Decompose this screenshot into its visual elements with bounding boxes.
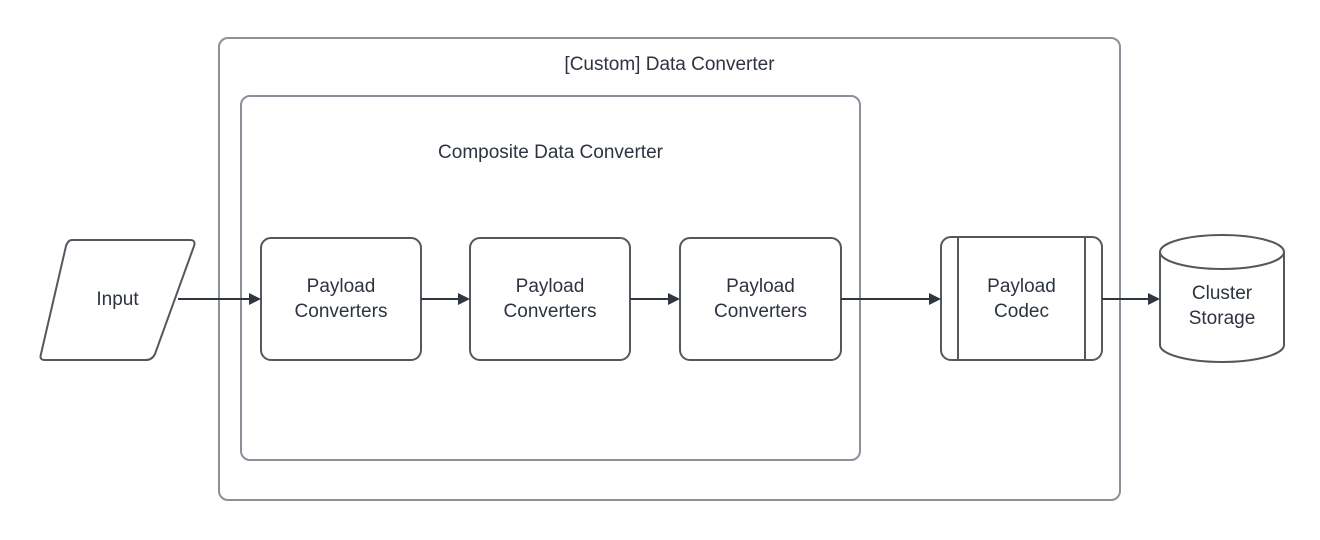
- connector-converters-2-to-converters-3-arrowhead: [668, 293, 680, 305]
- node-cluster-storage-top: [1159, 234, 1285, 270]
- node-payload-codec-shape[interactable]: [940, 236, 1103, 361]
- connector-converters-3-to-codec-arrowhead: [929, 293, 941, 305]
- node-payload-converters-1-shape[interactable]: [260, 237, 422, 361]
- node-payload-converters-2-shape[interactable]: [469, 237, 631, 361]
- connector-input-to-converters-1-arrowhead: [249, 293, 261, 305]
- connector-converters-1-to-converters-2-arrowhead: [458, 293, 470, 305]
- node-cluster-storage-body[interactable]: [1159, 251, 1285, 363]
- connector-codec-to-cluster-storage-arrowhead: [1148, 293, 1160, 305]
- node-input-shape[interactable]: [39, 239, 196, 361]
- node-payload-converters-3-shape[interactable]: [679, 237, 842, 361]
